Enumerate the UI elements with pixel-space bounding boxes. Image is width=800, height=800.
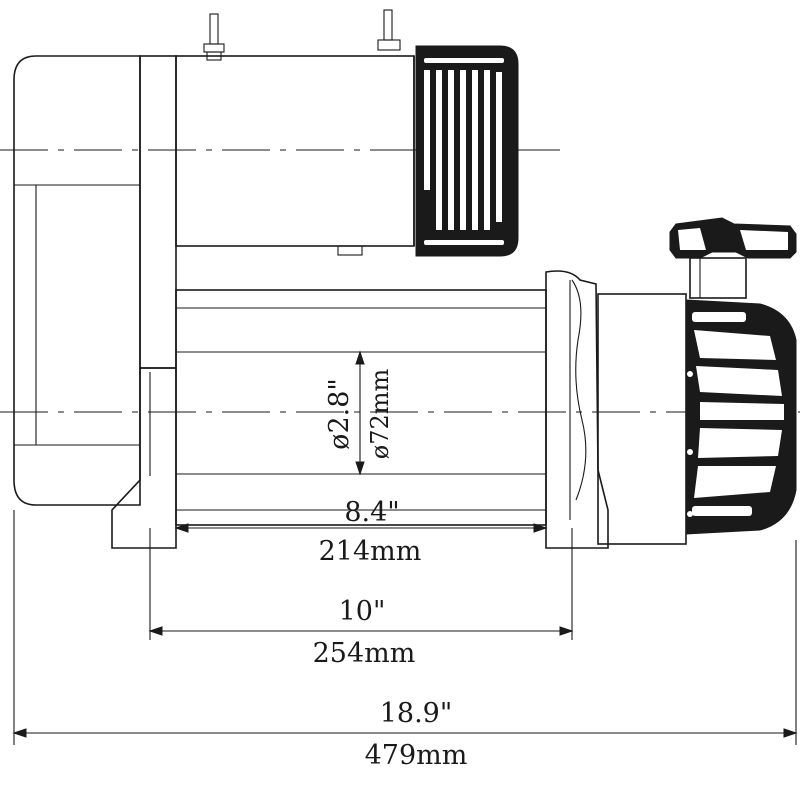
drum-diameter-dim-line [355,350,365,476]
motor-end-cap [415,45,519,257]
drum-length-mm-label: 214mm [319,536,422,567]
overall-length-in-label: 18.9" [380,698,453,729]
drum-length-dim-line [174,523,548,533]
terminal-stud-right [377,9,401,51]
drum-length-in-label: 8.4" [344,497,399,528]
overall-length-dim-line [12,728,798,738]
mount-spacing-dim-line [148,626,574,636]
clutch-handle [669,217,797,299]
gearbox-bracket [545,270,609,549]
cable-drum [175,289,547,526]
left-mounting-foot [111,367,177,549]
drum-diameter-in-label: ø2.8" [324,378,355,450]
gearbox-end-cover [685,299,797,535]
mount-spacing-in-label: 10" [339,596,386,627]
overall-length-mm-label: 479mm [365,740,468,771]
control-box [13,55,177,506]
gearbox-housing [597,293,687,545]
mount-spacing-mm-label: 254mm [313,638,416,669]
motor-housing [175,55,415,256]
drum-diameter-mm-label: ø72mm [366,369,394,460]
terminal-stud-left [203,13,225,61]
